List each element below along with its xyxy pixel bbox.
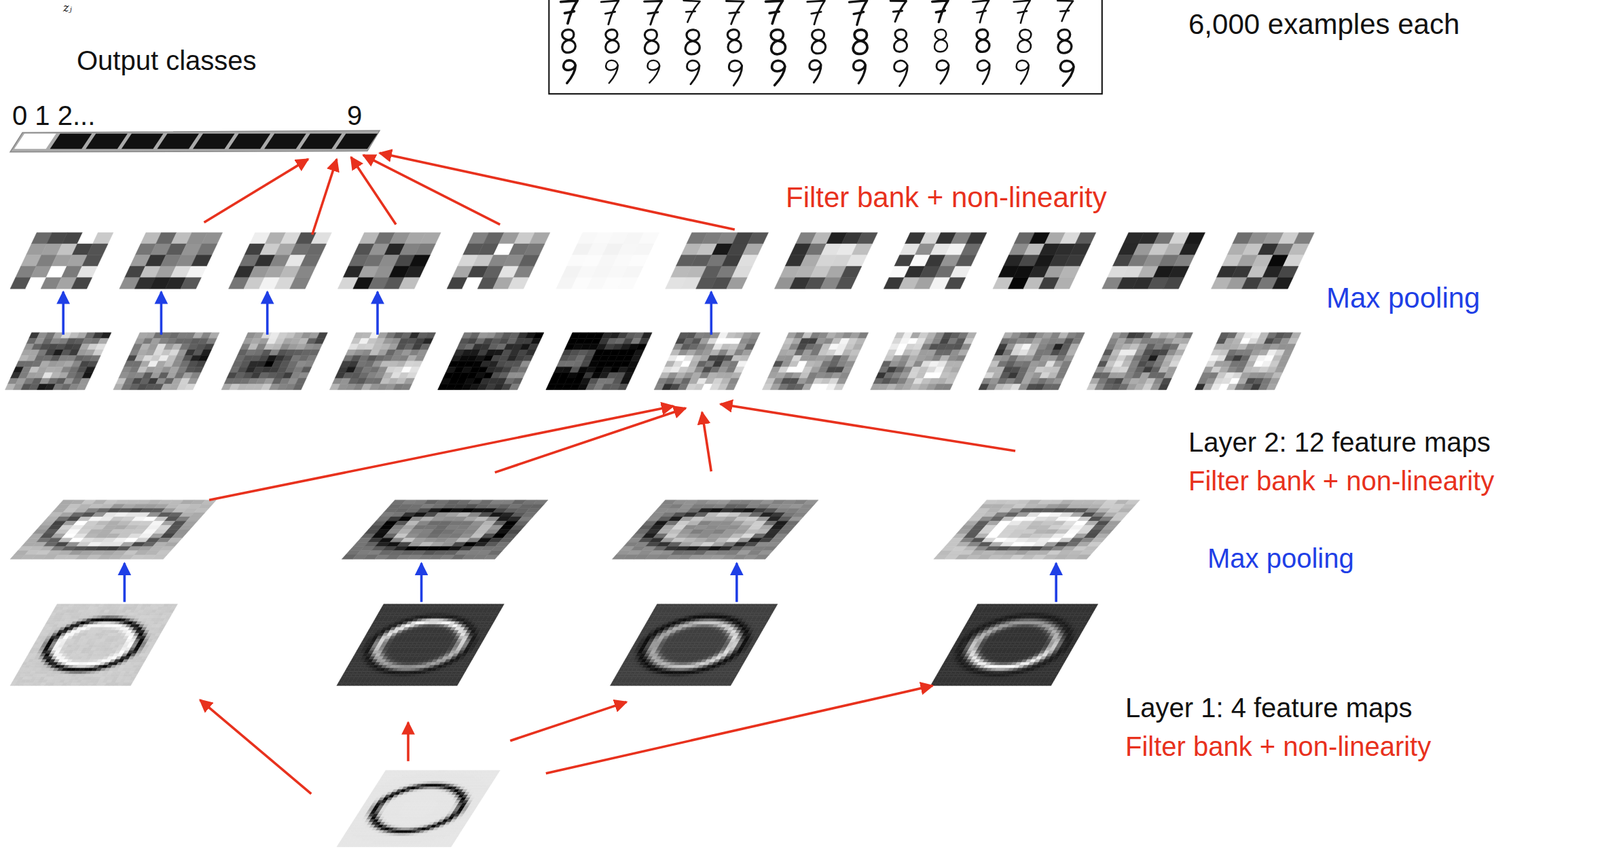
- layer1-map: [10, 603, 178, 686]
- feature-maps: [5, 232, 1315, 847]
- layer1-map: [336, 603, 504, 686]
- input-image: [336, 770, 500, 847]
